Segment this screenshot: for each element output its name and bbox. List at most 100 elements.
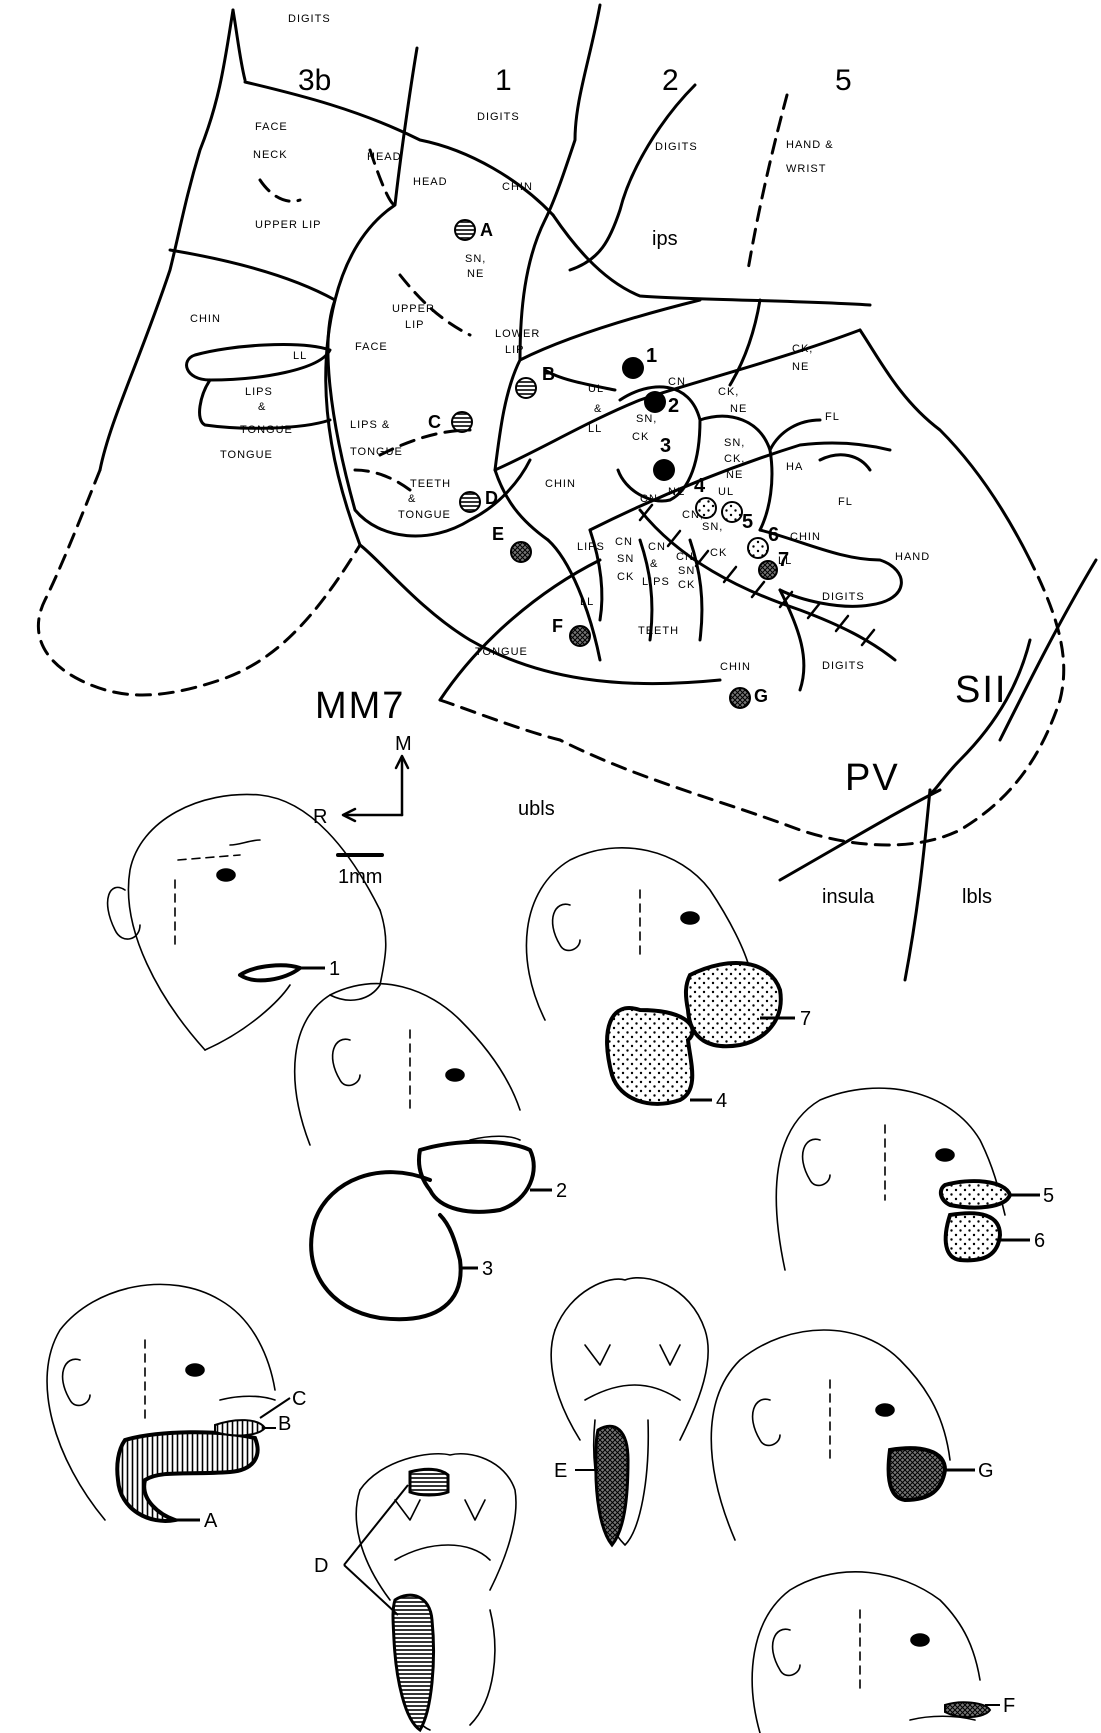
site-label: A [480, 220, 493, 240]
site-f-marker [570, 626, 590, 646]
receptive-field-6 [946, 1213, 1000, 1260]
receptive-field-a [117, 1432, 257, 1521]
callout-f: F [1003, 1695, 1015, 1717]
site-5-marker [722, 502, 742, 522]
region-label: NE [792, 361, 809, 373]
region-label: CN [615, 536, 633, 548]
region-label: UL [588, 383, 604, 395]
region-label: LL [580, 596, 594, 608]
region-label: NECK [253, 149, 288, 161]
receptive-field-d-teeth [410, 1469, 448, 1495]
region-label: SN [617, 553, 634, 565]
site-label: D [485, 488, 498, 508]
region-label: LIP [505, 344, 525, 356]
monkey-head-2 [295, 984, 534, 1319]
open-mouth-e [551, 1278, 708, 1545]
callout-e: E [554, 1460, 567, 1482]
callout-c: C [292, 1388, 306, 1410]
region-label: CHIN [790, 531, 821, 543]
site-3-marker [653, 459, 675, 481]
map-subregions [187, 345, 902, 690]
region-label: CK [617, 571, 634, 583]
area-pv-label: PV [845, 757, 900, 799]
region-label: CK, [718, 386, 739, 398]
region-label: SN, [636, 413, 657, 425]
lbls-label: lbls [962, 886, 992, 908]
region-label: CK, [792, 343, 813, 355]
region-label: NE [467, 268, 484, 280]
site-label: 5 [742, 511, 753, 533]
region-label: HEAD [413, 176, 448, 188]
region-label: FACE [355, 341, 388, 353]
site-a-marker [455, 220, 475, 240]
callout-5: 5 [1043, 1185, 1054, 1207]
region-label: TONGUE [398, 509, 451, 521]
site-label: E [492, 524, 504, 544]
receptive-field-5 [941, 1181, 1010, 1207]
region-label: CN [648, 541, 666, 553]
region-label: TONGUE [240, 424, 293, 436]
callout-2: 2 [556, 1180, 567, 1202]
site-6-marker [748, 538, 768, 558]
region-label: CHIN [502, 181, 533, 193]
callout-d-leader-1 [344, 1485, 408, 1565]
region-label: HEAD [367, 151, 402, 163]
site-b-marker [516, 378, 536, 398]
region-label: CN [676, 551, 694, 563]
region-label: DIGITS [288, 13, 331, 25]
site-g-marker [730, 688, 750, 708]
insula-label: insula [822, 886, 875, 908]
region-label: LOWER [495, 328, 540, 340]
site-label: 7 [778, 549, 789, 571]
region-label: & [594, 403, 602, 415]
site-label: C [428, 412, 441, 432]
site-c-marker [452, 412, 472, 432]
region-label: CK [632, 431, 649, 443]
region-label: FL [825, 411, 840, 423]
region-label: & [258, 401, 266, 413]
callout-6: 6 [1034, 1230, 1045, 1252]
site-label: 6 [768, 524, 779, 546]
callout-g: G [978, 1460, 994, 1482]
site-label: 1 [646, 345, 657, 367]
callout-d-leader-2 [344, 1565, 398, 1615]
region-label: LL [588, 423, 602, 435]
region-label: TEETH [410, 478, 451, 490]
region-label: HAND [895, 551, 930, 563]
region-label: HA [786, 461, 803, 473]
region-label: HAND & [786, 139, 834, 151]
site-e-marker [511, 542, 531, 562]
region-label: UPPER [392, 303, 435, 315]
callout-d: D [314, 1555, 328, 1577]
callout-a: A [204, 1510, 218, 1532]
site-label: 4 [694, 475, 706, 497]
callout-3: 3 [482, 1258, 493, 1280]
site-1-marker [622, 357, 644, 379]
receptive-field-4 [607, 1008, 693, 1104]
region-label: SN, [702, 521, 723, 533]
callout-7: 7 [800, 1008, 811, 1030]
region-label: CK [710, 547, 727, 559]
region-label: TEETH [638, 625, 679, 637]
region-label: TONGUE [475, 646, 528, 658]
callout-b: B [278, 1413, 291, 1435]
region-label: CHIN [190, 313, 221, 325]
monkey-head-6 [711, 1330, 950, 1540]
region-label: NE [726, 469, 743, 481]
region-label: WRIST [786, 163, 826, 175]
area-sii-label: SII [955, 669, 1007, 711]
site-label: 2 [668, 395, 679, 417]
region-label: LIPS & [350, 419, 390, 431]
callout-4: 4 [716, 1090, 727, 1112]
region-label: NE [730, 403, 747, 415]
region-label: NE [668, 486, 685, 498]
map-boundaries [100, 5, 1096, 980]
region-label: & [650, 558, 658, 570]
region-label: CN [668, 376, 686, 388]
region-label: SN [678, 565, 695, 577]
region-label: FACE [255, 121, 288, 133]
region-label: LIPS [245, 386, 273, 398]
area-3b-label: 3b [298, 64, 331, 97]
ips-label: ips [652, 228, 678, 250]
